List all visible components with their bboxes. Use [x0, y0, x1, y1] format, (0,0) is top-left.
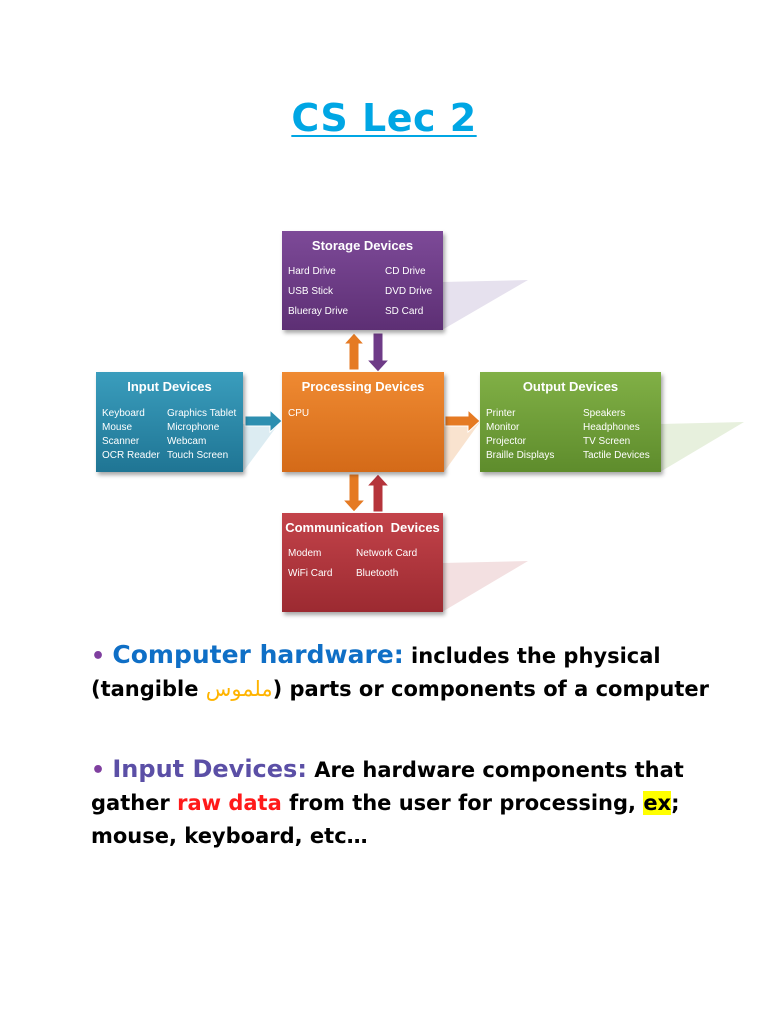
communication-reflection — [442, 561, 528, 612]
input-item: Keyboard — [102, 408, 145, 419]
communication-devices-box: Communication Devices Modem Network Card… — [282, 513, 443, 612]
input-item: Mouse — [102, 422, 133, 433]
arrow-communication-to-processing — [365, 473, 391, 513]
storage-reflection — [442, 280, 528, 330]
output-item: Projector — [486, 436, 527, 447]
input-item: Scanner — [102, 436, 140, 447]
communication-devices-title: Communication Devices — [285, 520, 440, 535]
input-reflection — [243, 422, 280, 472]
paragraph1-text-b: ) parts or components of a computer — [272, 677, 709, 701]
bullet: • — [91, 644, 106, 669]
paragraph1-text-a: includes the physical (tangible — [91, 644, 661, 701]
input-item: Microphone — [167, 422, 220, 433]
paragraph-input-devices: • Input Devices: Are hardware components… — [91, 753, 711, 853]
communication-item: Bluetooth — [356, 568, 399, 579]
output-item: Braille Displays — [486, 450, 555, 461]
processing-devices-title: Processing Devices — [301, 379, 425, 394]
paragraph2-text-b: from the user for processing, — [281, 791, 644, 815]
storage-item: DVD Drive — [385, 286, 433, 297]
hardware-diagram: Storage Devices Hard Drive CD Drive USB … — [96, 231, 744, 612]
input-devices-box: Input Devices Keyboard Graphics Tablet M… — [96, 372, 243, 472]
storage-item: Hard Drive — [288, 266, 336, 277]
output-item: Headphones — [583, 422, 640, 433]
storage-item: Blueray Drive — [288, 306, 349, 317]
ex-highlight: ex — [643, 791, 672, 815]
output-item: Monitor — [486, 422, 520, 433]
paragraph2-text-a: Are hardware components that gather — [91, 758, 684, 815]
paragraph-computer-hardware: • Computer hardware: includes the physic… — [91, 638, 711, 706]
arabic-term: ملموس — [205, 677, 273, 701]
processing-item: CPU — [288, 408, 310, 419]
communication-item: WiFi Card — [288, 568, 333, 579]
storage-devices-title: Storage Devices — [311, 238, 414, 253]
arrow-processing-to-communication — [341, 473, 367, 513]
output-reflection — [660, 422, 744, 472]
diagram-reflections — [243, 280, 744, 612]
output-item: Tactile Devices — [583, 450, 650, 461]
input-item: Webcam — [167, 436, 207, 447]
output-devices-title: Output Devices — [522, 379, 619, 394]
input-item: Touch Screen — [167, 450, 229, 461]
storage-devices-box: Storage Devices Hard Drive CD Drive USB … — [282, 231, 443, 330]
raw-data-term: raw data — [177, 791, 282, 815]
communication-item: Network Card — [356, 548, 418, 559]
communication-item: Modem — [288, 548, 322, 559]
bullet: • — [91, 758, 106, 783]
input-item: Graphics Tablet — [167, 408, 237, 419]
output-item: Speakers — [583, 408, 626, 419]
page-title: CS Lec 2 — [291, 96, 477, 140]
output-devices-box: Output Devices Printer Speakers Monitor … — [480, 372, 661, 472]
input-devices-title: Input Devices — [127, 379, 212, 394]
computer-hardware-heading: Computer hardware: — [112, 640, 404, 669]
storage-item: CD Drive — [385, 266, 426, 277]
output-item: Printer — [486, 408, 516, 419]
arrow-storage-to-processing — [365, 332, 391, 373]
arrow-processing-to-output — [444, 408, 481, 434]
processing-reflection — [444, 422, 480, 472]
processing-devices-box: Processing Devices CPU — [282, 372, 444, 472]
arrow-processing-to-storage — [342, 332, 366, 371]
paragraph2-text-c: ; mouse, keyboard, etc… — [91, 791, 680, 848]
storage-item: USB Stick — [288, 286, 334, 297]
output-item: TV Screen — [583, 436, 631, 447]
arrow-input-to-processing — [244, 408, 283, 434]
storage-item: SD Card — [385, 306, 424, 317]
input-item: OCR Reader — [102, 450, 160, 461]
input-devices-heading: Input Devices: — [112, 755, 307, 783]
